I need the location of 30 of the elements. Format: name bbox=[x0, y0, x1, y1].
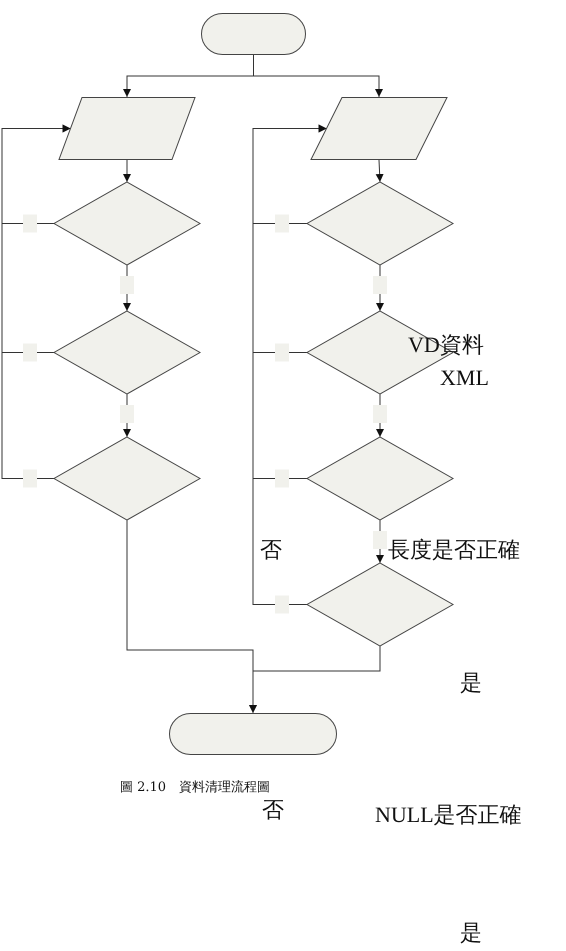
figure-caption: 圖 2.10 資料清理流程圖 bbox=[120, 779, 272, 796]
decision-diamond bbox=[54, 437, 200, 520]
arrow bbox=[123, 394, 131, 438]
arrow bbox=[249, 646, 380, 714]
stray-text: 是 bbox=[460, 919, 482, 947]
stray-text: NULL是否正確 bbox=[375, 801, 522, 829]
arrow bbox=[123, 264, 131, 312]
arrow bbox=[376, 160, 384, 182]
stray-text: 否 bbox=[262, 796, 284, 824]
terminal-shape bbox=[169, 713, 337, 755]
terminal-shape bbox=[201, 13, 306, 55]
arrow bbox=[252, 124, 327, 605]
stray-text: 長度是否正確 bbox=[388, 536, 520, 564]
decision-diamond bbox=[54, 182, 200, 265]
stray-text: 是 bbox=[460, 669, 482, 697]
arrow bbox=[123, 160, 131, 182]
stray-text: 否 bbox=[260, 536, 282, 564]
decision-diamond bbox=[307, 563, 453, 646]
decision-diamond bbox=[54, 311, 200, 394]
input-parallelogram bbox=[59, 97, 195, 160]
arrow bbox=[376, 264, 384, 312]
arrow bbox=[2, 124, 71, 479]
stray-text: VD資料 bbox=[408, 331, 484, 359]
decision-diamond bbox=[307, 437, 453, 520]
stray-text: XML bbox=[440, 365, 489, 391]
arrow bbox=[376, 520, 384, 564]
input-parallelogram bbox=[311, 97, 447, 160]
arrow bbox=[253, 54, 383, 98]
decision-diamond bbox=[307, 182, 453, 265]
arrow bbox=[376, 394, 384, 438]
